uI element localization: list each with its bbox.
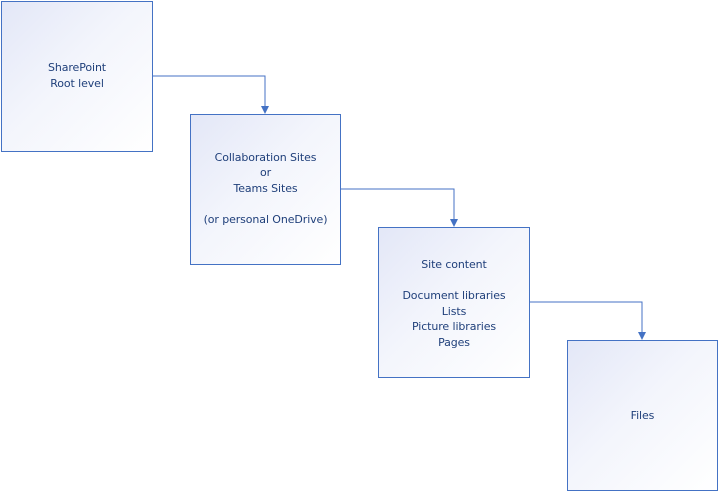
node-line: Lists	[441, 304, 467, 318]
node-sharepoint-root: SharePoint Root level	[1, 1, 153, 152]
connector-sites-to-content	[341, 188, 458, 227]
node-label: Files	[631, 408, 655, 424]
node-label: Collaboration Sites or Teams Sites (or p…	[204, 150, 328, 228]
node-label: Site content Document libraries Lists Pi…	[402, 257, 505, 351]
connector-root-to-sites	[153, 75, 269, 114]
node-line: Site content	[421, 257, 487, 271]
node-line: Files	[630, 408, 655, 422]
node-line: Pages	[438, 335, 470, 349]
node-line: Collaboration Sites	[214, 150, 317, 164]
node-collaboration-sites: Collaboration Sites or Teams Sites (or p…	[190, 114, 341, 265]
node-line: Picture libraries	[411, 320, 497, 334]
node-line: Document libraries	[402, 289, 506, 303]
node-line: (or personal OneDrive)	[203, 213, 328, 226]
node-label: SharePoint Root level	[48, 60, 106, 91]
node-files: Files	[567, 340, 718, 491]
node-site-content: Site content Document libraries Lists Pi…	[378, 227, 530, 378]
connector-content-to-files	[530, 301, 646, 340]
node-line: Root level	[50, 76, 104, 90]
node-line: SharePoint	[47, 61, 107, 74]
node-line: or	[259, 166, 272, 179]
node-line: Teams Sites	[233, 181, 298, 195]
